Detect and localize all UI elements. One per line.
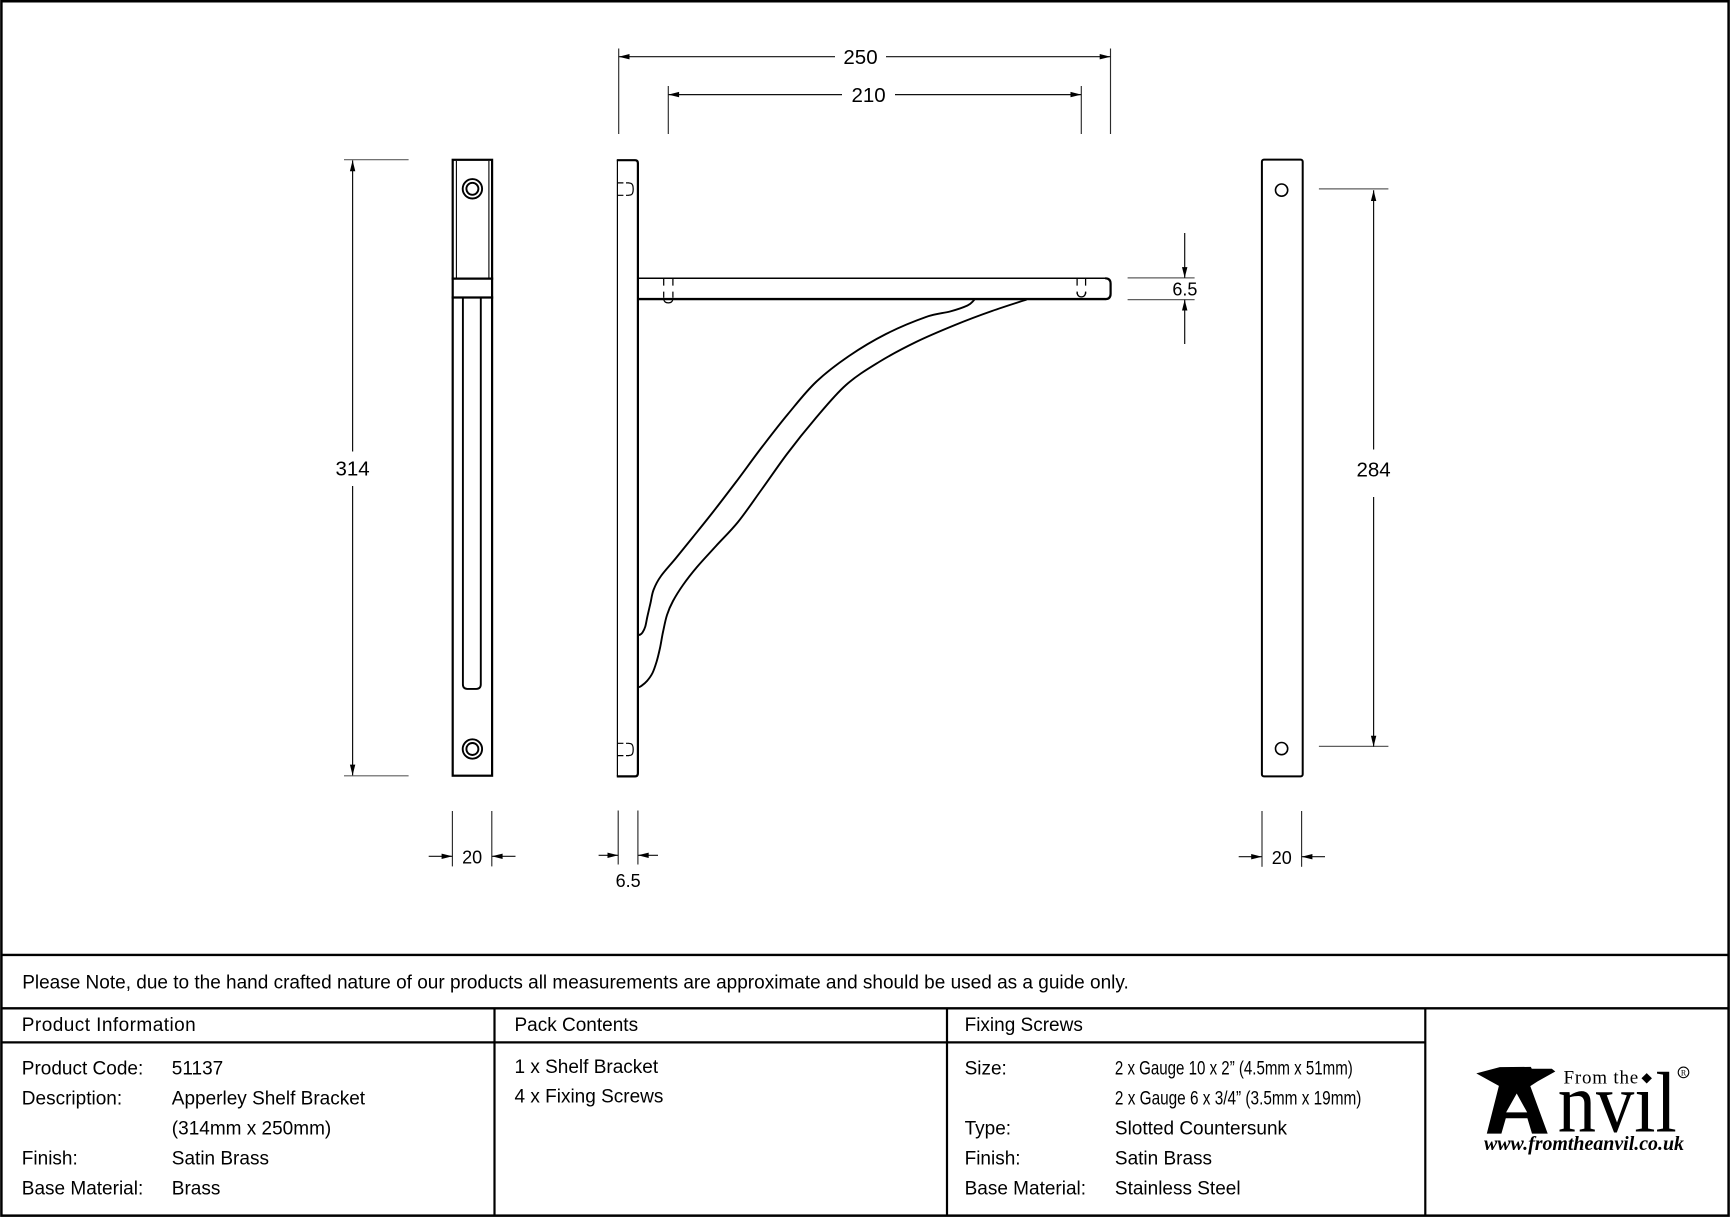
svg-text:314: 314 [335, 457, 369, 480]
svg-text:210: 210 [851, 84, 885, 107]
svg-text:Pack Contents: Pack Contents [515, 1015, 639, 1036]
svg-text:(314mm x 250mm): (314mm x 250mm) [172, 1119, 331, 1140]
svg-text:Please Note, due to the hand c: Please Note, due to the hand crafted nat… [22, 973, 1129, 994]
svg-text:6.5: 6.5 [1172, 279, 1197, 299]
svg-text:Description:: Description: [22, 1089, 122, 1110]
svg-text:2 x Gauge 6 x 3/4” (3.5mm x 19: 2 x Gauge 6 x 3/4” (3.5mm x 19mm) [1115, 1089, 1362, 1110]
svg-text:1 x Shelf Bracket: 1 x Shelf Bracket [515, 1057, 659, 1078]
svg-text:Satin Brass: Satin Brass [172, 1149, 269, 1170]
svg-text:Size:: Size: [965, 1059, 1007, 1080]
svg-text:nvıl: nvıl [1558, 1054, 1677, 1150]
svg-text:Brass: Brass [172, 1179, 221, 1200]
svg-text:Product Code:: Product Code: [22, 1059, 143, 1080]
svg-text:Finish:: Finish: [965, 1149, 1021, 1170]
svg-text:Base Material:: Base Material: [965, 1179, 1086, 1200]
svg-text:Apperley Shelf Bracket: Apperley Shelf Bracket [172, 1089, 366, 1110]
svg-text:20: 20 [1272, 848, 1292, 868]
svg-text:4 x Fixing Screws: 4 x Fixing Screws [515, 1086, 664, 1107]
svg-text:Product Information: Product Information [22, 1015, 196, 1036]
svg-text:Satin Brass: Satin Brass [1115, 1149, 1212, 1170]
svg-text:250: 250 [843, 46, 877, 69]
svg-text:www.fromtheanvil.co.uk: www.fromtheanvil.co.uk [1484, 1133, 1684, 1155]
svg-text:Base Material:: Base Material: [22, 1179, 143, 1200]
svg-text:2 x Gauge 10 x 2” (4.5mm x 51m: 2 x Gauge 10 x 2” (4.5mm x 51mm) [1115, 1059, 1353, 1080]
svg-text:284: 284 [1356, 458, 1390, 481]
svg-text:R: R [1681, 1068, 1687, 1077]
svg-text:Type:: Type: [965, 1119, 1011, 1140]
svg-text:Stainless Steel: Stainless Steel [1115, 1179, 1241, 1200]
svg-text:Fixing Screws: Fixing Screws [965, 1015, 1083, 1036]
svg-text:20: 20 [462, 847, 482, 867]
svg-text:From the: From the [1564, 1068, 1640, 1089]
svg-text:Slotted Countersunk: Slotted Countersunk [1115, 1119, 1288, 1140]
svg-text:51137: 51137 [172, 1059, 223, 1080]
svg-text:Finish:: Finish: [22, 1149, 78, 1170]
svg-text:6.5: 6.5 [616, 871, 641, 891]
